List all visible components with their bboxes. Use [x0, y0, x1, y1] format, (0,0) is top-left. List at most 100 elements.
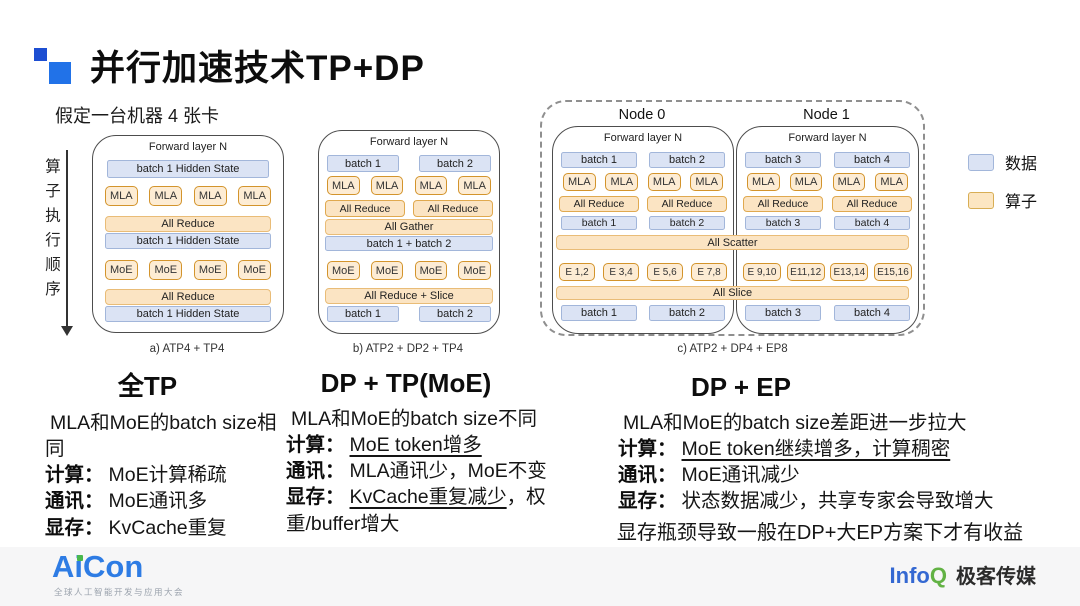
- mla-row: MLA MLA MLA MLA: [105, 186, 271, 206]
- forward-layer-title: Forward layer N: [788, 132, 867, 144]
- op-bar: All Reduce: [647, 196, 727, 212]
- op-bar: All Reduce + Slice: [325, 288, 493, 304]
- op-box: MoE: [238, 260, 271, 280]
- data-bar: batch 1: [327, 306, 399, 322]
- op-box: MLA: [647, 173, 681, 191]
- op-box: MLA: [747, 173, 780, 191]
- reduce-row: All Reduce All Reduce: [559, 196, 727, 212]
- section-heading: 全TP: [117, 371, 178, 401]
- data-bar: batch 1 Hidden State: [105, 233, 271, 249]
- batch-row: batch 1 batch 2: [561, 305, 725, 321]
- legend: 数据 算子: [968, 150, 1037, 212]
- op-box: MLA: [605, 173, 639, 191]
- section-dp-tp-moe: DP + TP(MoE) MLA和MoE的batch size不同 计算：MoE…: [286, 368, 601, 537]
- batch-row: batch 1 batch 2: [327, 155, 491, 172]
- experts-row: E 1,2 E 3,4 E 5,6 E 7,8: [559, 263, 727, 281]
- mla-row: MLA MLA MLA MLA: [563, 173, 723, 191]
- aicon-green-dot-icon: [77, 555, 83, 561]
- section-line: 显存：KvCache重复: [45, 516, 227, 539]
- op-box: MLA: [105, 186, 138, 206]
- node-label: Node 0: [618, 107, 666, 123]
- down-arrow-line: [66, 150, 68, 328]
- section-dp-ep: DP + EP MLA和MoE的batch size差距进一步拉大 计算：MoE…: [606, 372, 1051, 515]
- op-box: MLA: [563, 173, 596, 191]
- op-box: MLA: [789, 173, 823, 191]
- op-box: MoE: [193, 260, 227, 280]
- section-line: 显存：状态数据减少，共享专家会导致增大: [618, 490, 994, 513]
- batch-row: batch 3 batch 4: [745, 305, 910, 321]
- diagram-a-box: Forward layer N batch 1 Hidden State MLA…: [92, 135, 284, 333]
- data-bar: batch 1: [327, 155, 399, 172]
- data-bar: batch 1: [561, 216, 637, 230]
- legend-label: 算子: [1005, 194, 1038, 211]
- batch-row: batch 1 batch 2: [561, 152, 725, 168]
- op-box: MLA: [875, 173, 908, 191]
- data-bar: batch 1 Hidden State: [105, 306, 271, 322]
- data-bar: batch 3: [745, 152, 821, 168]
- op-bar: All Gather: [325, 219, 493, 235]
- footnote: 显存瓶颈导致一般在DP+大EP方案下才有收益: [616, 522, 1024, 544]
- expert-box: E15,16: [873, 263, 912, 281]
- reduce-row: All Reduce All Reduce: [743, 196, 912, 212]
- data-swatch-icon: [968, 153, 994, 171]
- section-line: MLA和MoE的batch size相同: [45, 412, 277, 461]
- data-bar: batch 2: [649, 216, 725, 230]
- reduce-row: All Reduce All Reduce: [325, 200, 493, 217]
- op-box: MLA: [238, 186, 271, 206]
- expert-box: E 1,2: [559, 263, 595, 281]
- moe-row: MoE MoE MoE MoE: [327, 261, 491, 280]
- section-line: 计算：MoE token增多: [286, 434, 482, 457]
- node0-box: Forward layer N batch 1 batch 2 MLA MLA …: [552, 126, 734, 334]
- experts-row: E 9,10 E11,12 E13,14 E15,16: [743, 263, 912, 281]
- batch-row: batch 3 batch 4: [745, 216, 910, 230]
- section-line: 计算：MoE token继续增多，计算稠密: [618, 438, 951, 461]
- data-bar: batch 1: [561, 305, 637, 321]
- expert-box: E 5,6: [647, 263, 683, 281]
- op-bar: All Reduce: [105, 216, 271, 232]
- expert-box: E 7,8: [691, 263, 727, 281]
- op-box: MoE: [370, 261, 404, 280]
- section-full-tp: 全TP MLA和MoE的batch size相同 计算：MoE计算稀疏 通讯：M…: [45, 366, 285, 541]
- node-label: Node 1: [803, 107, 850, 123]
- data-bar: batch 4: [834, 152, 910, 168]
- data-bar: batch 2: [649, 152, 725, 168]
- forward-layer-title: Forward layer N: [369, 136, 449, 148]
- batch-row: batch 1 batch 2: [327, 306, 491, 322]
- legend-item-operator: 算子: [968, 188, 1037, 212]
- infoq-media-text: 极客传媒: [956, 566, 1036, 588]
- section-line: 通讯：MoE通讯减少: [618, 464, 800, 487]
- axis-label: 算子执行顺序: [43, 158, 60, 305]
- expert-box: E 3,4: [603, 263, 639, 281]
- op-box: MLA: [193, 186, 227, 206]
- all-scatter-bar: All Scatter: [556, 235, 909, 250]
- op-bar: All Reduce: [832, 196, 912, 212]
- section-heading: DP + TP(MoE): [320, 368, 492, 398]
- mla-row: MLA MLA MLA MLA: [327, 176, 491, 195]
- diagram-c-caption: c) ATP2 + DP4 + EP8: [677, 343, 788, 355]
- forward-layer-title: Forward layer N: [148, 141, 228, 153]
- page-title: 并行加速技术TP+DP: [90, 49, 425, 88]
- data-bar: batch 2: [649, 305, 725, 321]
- op-box: MLA: [458, 176, 491, 195]
- data-bar: batch 1 + batch 2: [325, 236, 493, 251]
- down-arrow-head-icon: [61, 326, 73, 336]
- data-bar: batch 3: [745, 305, 821, 321]
- diagram-b-caption: b) ATP2 + DP2 + TP4: [352, 343, 464, 355]
- batch-row: batch 1 batch 2: [561, 216, 725, 230]
- data-bar: batch 3: [745, 216, 821, 230]
- node1-box: Forward layer N batch 3 batch 4 MLA MLA …: [736, 126, 919, 334]
- op-box: MoE: [327, 261, 360, 280]
- aicon-tagline: 全球人工智能开发与应用大会: [54, 587, 185, 597]
- op-bar: All Reduce: [413, 200, 493, 217]
- op-box: MoE: [414, 261, 448, 280]
- data-bar: batch 2: [419, 306, 491, 322]
- moe-row: MoE MoE MoE MoE: [105, 260, 271, 280]
- data-bar: batch 1 Hidden State: [107, 160, 269, 178]
- all-slice-bar: All Slice: [556, 286, 909, 300]
- infoq-info-text: Info: [889, 563, 930, 588]
- op-box: MoE: [105, 260, 138, 280]
- batch-row: batch 3 batch 4: [745, 152, 910, 168]
- infoq-q-text: Q: [929, 563, 947, 588]
